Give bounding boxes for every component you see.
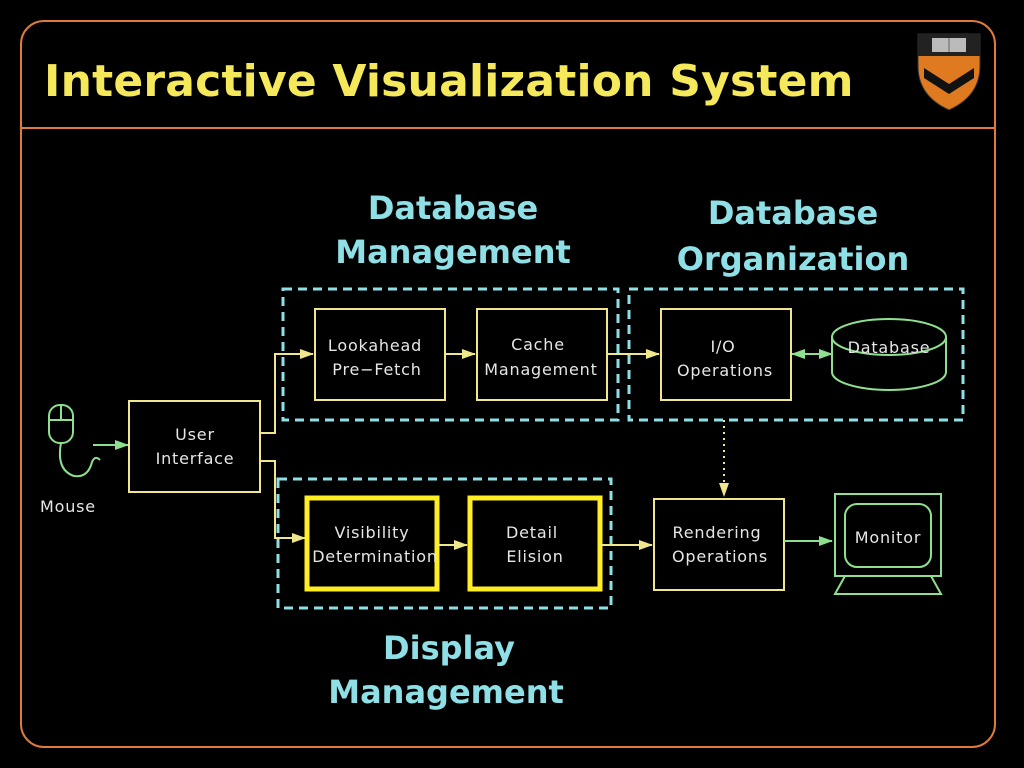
- arrow-ui-to-visibility: [260, 460, 306, 543]
- detail-label-2: Elision: [506, 547, 563, 566]
- group-label-database-organization: Database Organization: [677, 194, 909, 278]
- title-divider: [22, 127, 996, 129]
- visibility-label-1: Visibility: [334, 523, 409, 542]
- group-label-display-management: Display Management: [328, 629, 564, 711]
- detail-box: [467, 495, 603, 592]
- io-label-1: I/O: [710, 337, 735, 356]
- user-interface-box: [128, 400, 261, 493]
- cache-box: [476, 308, 608, 401]
- arrow-ui-to-lookahead: [260, 349, 314, 434]
- visibility-label-2: Determination: [312, 547, 438, 566]
- user-interface-label-2: Interface: [156, 449, 235, 468]
- rendering-box: [653, 498, 785, 591]
- monitor-icon: [833, 493, 943, 595]
- mouse-label: Mouse: [40, 497, 96, 516]
- cache-label-1: Cache: [511, 335, 565, 354]
- rendering-label-1: Rendering: [673, 523, 762, 542]
- monitor-label: Monitor: [855, 528, 921, 547]
- io-label-2: Operations: [677, 361, 773, 380]
- detail-label-1: Detail: [506, 523, 558, 542]
- visibility-box: [304, 495, 440, 592]
- database-label: Database: [848, 338, 931, 357]
- svg-text:Management: Management: [328, 673, 564, 711]
- svg-text:Database: Database: [368, 189, 538, 227]
- group-border-database-organization: [627, 287, 965, 422]
- user-interface-label-1: User: [175, 425, 215, 444]
- shield-logo-icon: [917, 33, 981, 111]
- group-label-database-management: Database Management: [335, 189, 571, 271]
- rendering-label-2: Operations: [672, 547, 768, 566]
- lookahead-label-2: Pre−Fetch: [332, 360, 421, 379]
- group-border-display-management: [276, 477, 613, 610]
- mouse-icon: [48, 404, 101, 478]
- lookahead-label-1: Lookahead: [328, 336, 422, 355]
- cache-label-2: Management: [484, 360, 597, 379]
- svg-text:Database: Database: [708, 194, 878, 232]
- group-border-database-management: [281, 287, 620, 422]
- svg-text:Management: Management: [335, 233, 571, 271]
- svg-text:Organization: Organization: [677, 240, 909, 278]
- database-icon: [831, 318, 947, 391]
- slide-frame: [20, 20, 996, 748]
- slide-title: Interactive Visualization System: [44, 56, 854, 107]
- svg-text:Display: Display: [383, 629, 515, 667]
